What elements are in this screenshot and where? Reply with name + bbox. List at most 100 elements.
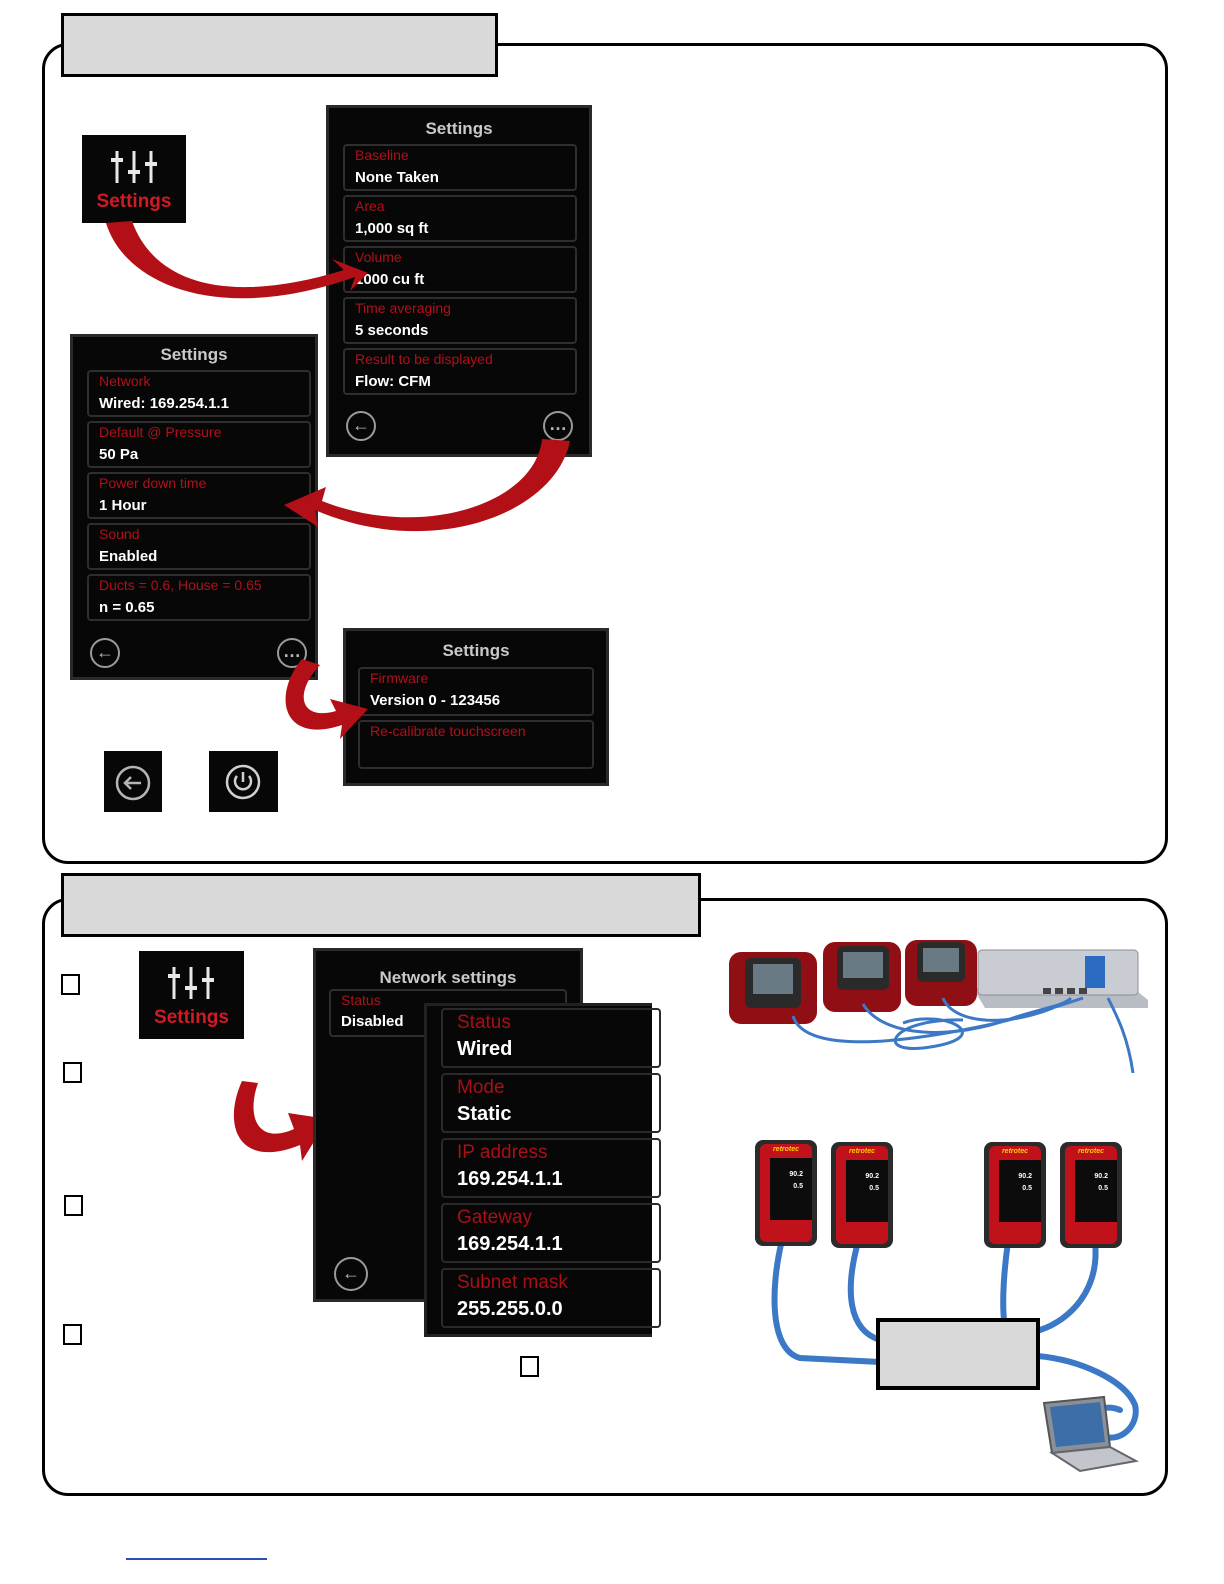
setting-value: 1,000 sq ft: [355, 220, 429, 237]
setting-label: Gateway: [457, 1207, 532, 1228]
setting-row-default-pressure[interactable]: Default @ Pressure 50 Pa: [87, 421, 311, 468]
network-switch-illustration: [729, 940, 1148, 1074]
setting-value: 255.255.0.0: [457, 1298, 563, 1320]
screen-title: Network settings: [379, 968, 517, 987]
setting-label: Power down time: [99, 475, 207, 491]
more-options-icon[interactable]: …: [543, 411, 573, 441]
setting-value: 5 seconds: [355, 322, 429, 339]
network-row-subnet-mask[interactable]: Subnet mask 255.255.0.0: [441, 1268, 661, 1328]
setting-label: Mode: [457, 1077, 505, 1098]
settings-screen-page3: Settings Firmware Version 0 - 123456 Re-…: [343, 628, 609, 786]
checkbox[interactable]: [64, 1195, 83, 1216]
device-reading: 90.2: [1018, 1173, 1032, 1180]
network-row-mode[interactable]: Mode Static: [441, 1073, 661, 1133]
setting-value: 169.254.1.1: [457, 1233, 563, 1255]
device-reading: 90.2: [1094, 1173, 1108, 1180]
setting-label: Volume: [355, 249, 402, 265]
screen-title: Settings: [160, 345, 228, 364]
sliders-icon: [168, 967, 214, 999]
more-options-icon[interactable]: …: [277, 638, 307, 668]
back-arrow-icon[interactable]: ←: [334, 1257, 368, 1291]
setting-row-n-value[interactable]: Ducts = 0.6, House = 0.65 n = 0.65: [87, 574, 311, 621]
checkbox[interactable]: [63, 1062, 82, 1083]
setting-label: Time averaging: [355, 300, 451, 316]
device-reading: 0.5: [1098, 1185, 1108, 1192]
setting-label: Firmware: [370, 670, 429, 686]
checkbox[interactable]: [63, 1324, 82, 1345]
setting-label: Network: [99, 373, 151, 389]
setting-row-power-down[interactable]: Power down time 1 Hour: [87, 472, 311, 519]
checkbox[interactable]: [61, 974, 80, 995]
network-section-title-bar: [61, 873, 701, 937]
setting-label: Ducts = 0.6, House = 0.65: [99, 577, 262, 593]
network-detail-screen: Status Wired Mode Static IP address 169.…: [424, 1003, 661, 1337]
setting-row-network[interactable]: Network Wired: 169.254.1.1: [87, 370, 311, 417]
setting-row-volume[interactable]: Volume 1000 cu ft: [343, 246, 577, 293]
back-button[interactable]: [104, 751, 162, 812]
gauge-device: retrotec 90.2 0.5: [1060, 1142, 1122, 1248]
device-reading: 0.5: [793, 1183, 803, 1190]
setting-label: Sound: [99, 526, 140, 542]
screen-title: Settings: [425, 119, 493, 138]
device-brand: retrotec: [772, 1146, 800, 1153]
checkbox[interactable]: [520, 1356, 539, 1377]
device-brand: retrotec: [1001, 1148, 1029, 1155]
setting-label: Default @ Pressure: [99, 424, 222, 440]
setting-value: Flow: CFM: [355, 373, 431, 390]
setting-label: Re-calibrate touchscreen: [370, 723, 526, 739]
setting-row-baseline[interactable]: Baseline None Taken: [343, 144, 577, 191]
network-row-ip-address[interactable]: IP address 169.254.1.1: [441, 1138, 661, 1198]
setting-row-result-displayed[interactable]: Result to be displayed Flow: CFM: [343, 348, 577, 395]
device-reading: 0.5: [869, 1185, 879, 1192]
settings-tile-label: Settings: [154, 1007, 229, 1028]
setting-label: Subnet mask: [457, 1272, 568, 1293]
settings-section-title-bar: [61, 13, 498, 77]
device-reading: 90.2: [865, 1173, 879, 1180]
setting-value: Static: [457, 1103, 512, 1125]
laptop-icon: [1042, 1395, 1140, 1473]
device-brand: retrotec: [848, 1148, 876, 1155]
gauge-device: retrotec 90.2 0.5: [755, 1140, 817, 1246]
setting-value: n = 0.65: [99, 599, 155, 616]
setting-label: Baseline: [355, 147, 409, 163]
setting-value: Wired: 169.254.1.1: [99, 395, 229, 412]
settings-screen-page2: Settings Network Wired: 169.254.1.1 Defa…: [70, 334, 318, 680]
setting-label: Result to be displayed: [355, 351, 493, 367]
setting-row-area[interactable]: Area 1,000 sq ft: [343, 195, 577, 242]
setting-row-time-averaging[interactable]: Time averaging 5 seconds: [343, 297, 577, 344]
switch-label-box: [876, 1318, 1040, 1390]
power-button[interactable]: [209, 751, 278, 812]
back-arrow-icon[interactable]: ←: [90, 638, 120, 668]
setting-row-sound[interactable]: Sound Enabled: [87, 523, 311, 570]
setting-row-firmware: Firmware Version 0 - 123456: [358, 667, 594, 716]
device-reading: 90.2: [789, 1171, 803, 1178]
back-arrow-icon[interactable]: ←: [346, 411, 376, 441]
curved-arrow-icon: [233, 1081, 328, 1161]
network-row-gateway[interactable]: Gateway 169.254.1.1: [441, 1203, 661, 1263]
setting-label: Status: [457, 1012, 511, 1033]
footer-link-underline[interactable]: [126, 1558, 267, 1560]
network-row-status[interactable]: Status Wired: [441, 1008, 661, 1068]
setting-value: 1000 cu ft: [355, 271, 425, 288]
setting-value: None Taken: [355, 169, 439, 186]
settings-tile-button[interactable]: Settings: [82, 135, 186, 223]
curved-arrow-icon: [106, 221, 368, 299]
device-brand: retrotec: [1077, 1148, 1105, 1155]
gauge-device: retrotec 90.2 0.5: [984, 1142, 1046, 1248]
back-arrow-icon: [115, 765, 151, 801]
device-reading: 0.5: [1022, 1185, 1032, 1192]
sliders-icon: [111, 151, 157, 183]
gauges-switch-photo: [723, 928, 1163, 1074]
setting-value: Wired: [457, 1038, 513, 1060]
gauge-device: retrotec 90.2 0.5: [831, 1142, 893, 1248]
screen-title: Settings: [442, 641, 510, 660]
setting-row-recalibrate[interactable]: Re-calibrate touchscreen: [358, 720, 594, 769]
setting-value: Version 0 - 123456: [370, 692, 501, 709]
setting-label: IP address: [457, 1142, 548, 1163]
power-icon: [225, 764, 261, 800]
setting-value: 1 Hour: [99, 497, 147, 514]
setting-value: 169.254.1.1: [457, 1168, 563, 1190]
setting-value: Enabled: [99, 548, 158, 565]
curved-arrow-icon: [285, 659, 368, 739]
settings-tile-button[interactable]: Settings: [139, 951, 244, 1039]
